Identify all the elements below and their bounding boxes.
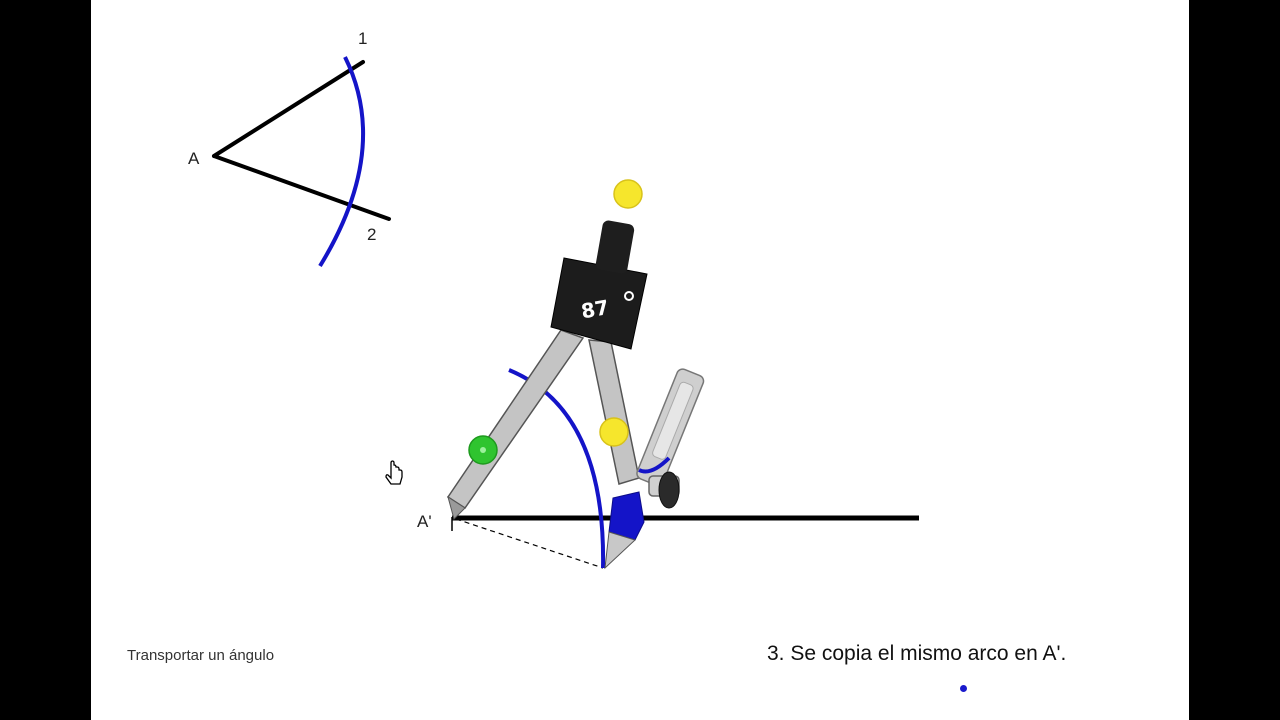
step-description: 3. Se copia el mismo arco en A'. [767,642,1067,665]
hand-pointer-icon [385,460,403,485]
compass-pencil-leg[interactable] [588,339,640,485]
slide-title: Transportar un ángulo [127,647,275,664]
compass-pencil-tip [604,531,636,570]
compass-top-knob[interactable] [595,220,635,275]
compass-hinge-arm [638,456,671,474]
move-handle-center [480,447,486,453]
compass-needle-tip [447,495,466,520]
slide-canvas: 87 A 1 2 A' Transportar un ángulo 3. Se … [91,0,1189,720]
label-vertex-a: A [188,149,200,168]
compass-pencil-clamp [608,491,645,541]
compass-readout: 87 [579,295,611,323]
original-arc [318,56,366,268]
compass-span-dashed-line [455,518,604,569]
ray-a-2 [212,154,391,221]
compass-degree-icon [624,291,634,301]
ray-a-1 [212,60,365,158]
geometry-construction: 87 [212,56,919,570]
label-vertex-a-prime: A' [417,512,432,531]
compass-needle-leg[interactable] [446,329,585,510]
compass-screw-knob[interactable] [658,471,680,509]
slide-indicator-dot [960,685,967,692]
rotate-handle-top[interactable] [613,179,643,209]
label-point-1: 1 [358,29,368,48]
label-point-2: 2 [367,225,377,244]
opening-handle[interactable] [599,417,629,447]
